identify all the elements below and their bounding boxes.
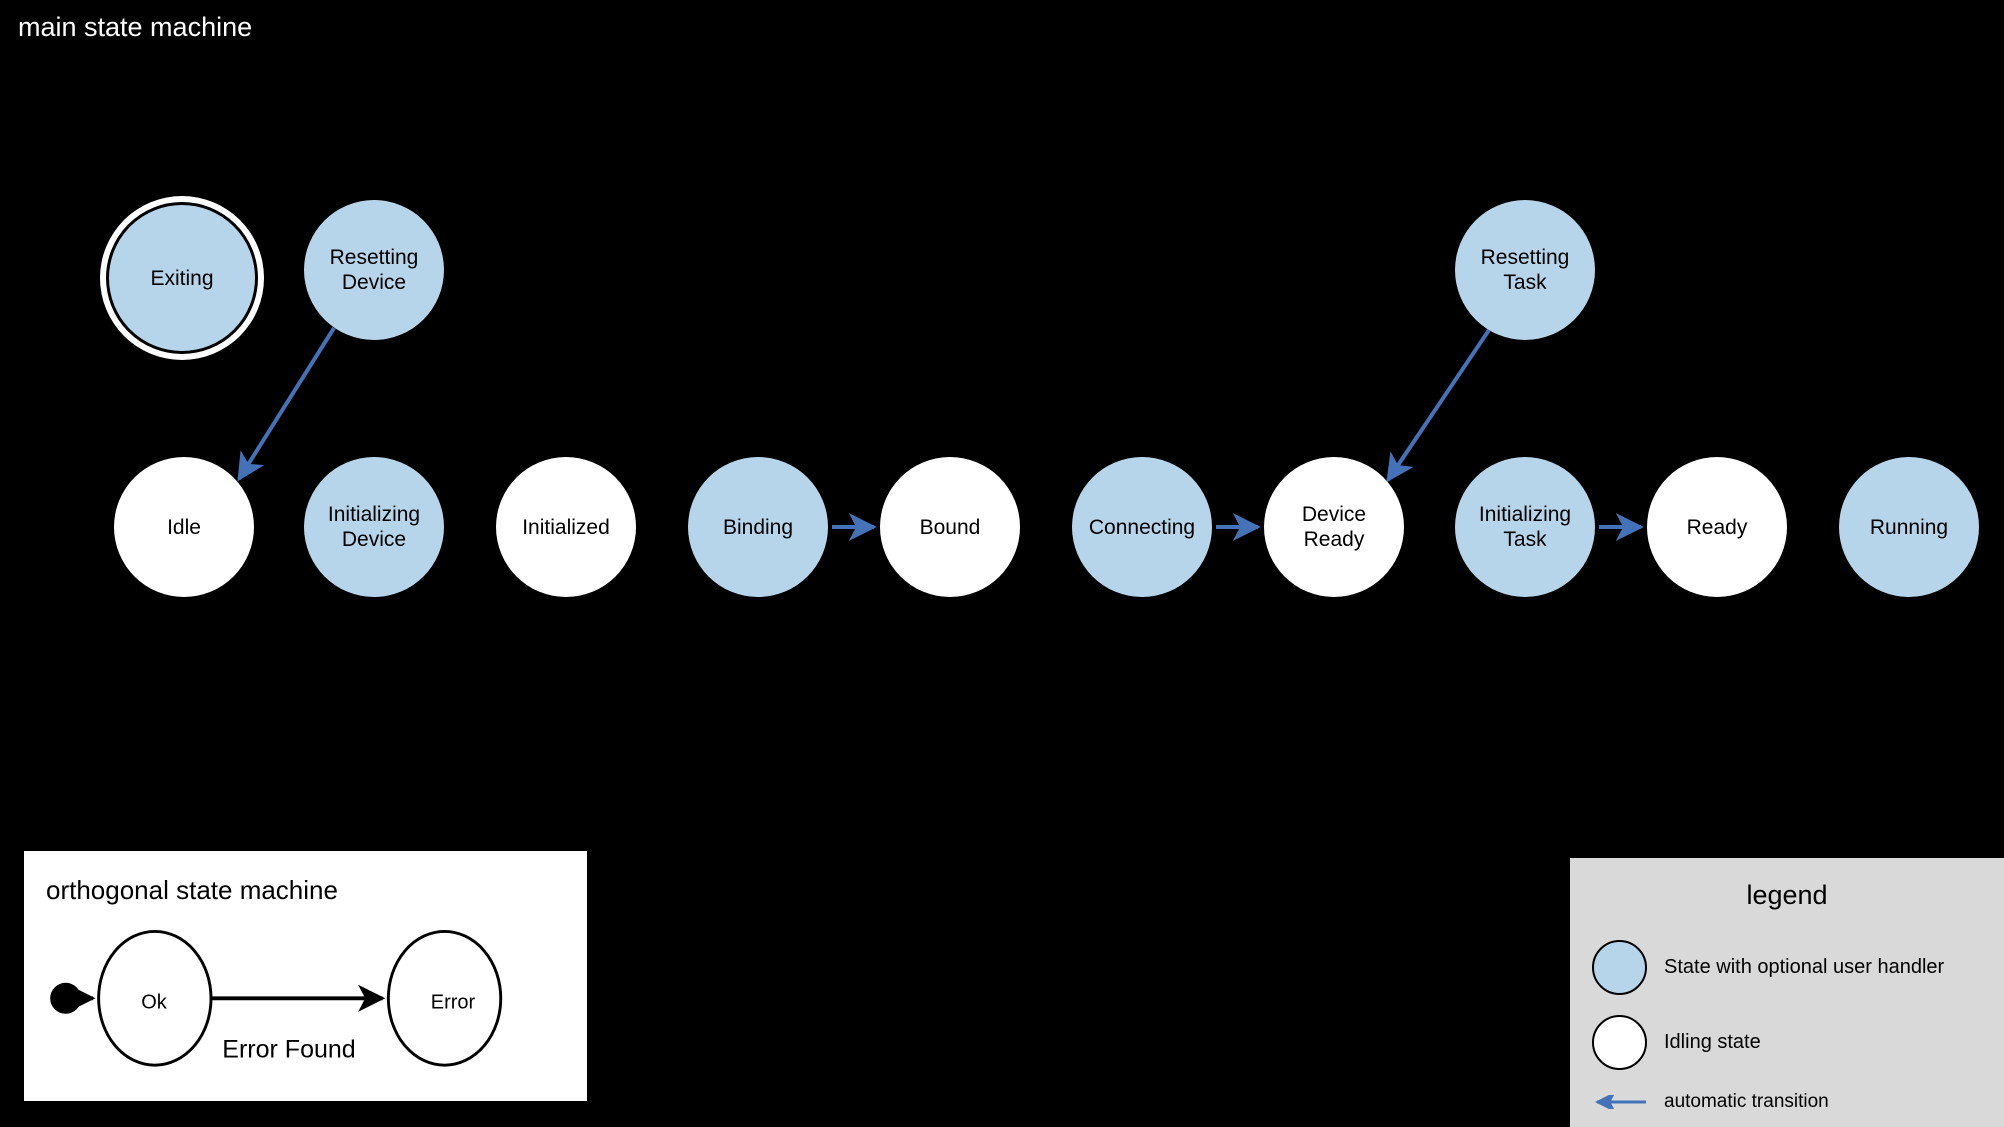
state-running[interactable]: Running	[1839, 457, 1979, 597]
state-connecting[interactable]: Connecting	[1072, 457, 1212, 597]
arrow-left-icon	[1594, 1095, 1646, 1109]
page-title: main state machine	[18, 12, 253, 42]
state-initialized[interactable]: Initialized	[496, 457, 636, 597]
legend-text-handler-state: State with optional user handler	[1664, 956, 1945, 978]
orthogonal-panel-title: orthogonal state machine	[46, 875, 338, 905]
state-ready[interactable]: Ready	[1647, 457, 1787, 597]
legend-text-automatic-transition: automatic transition	[1664, 1091, 1829, 1112]
state-label-exiting: Exiting	[150, 266, 214, 290]
state-exiting[interactable]: Exiting	[106, 202, 258, 354]
ortho-label-ok: Ok	[141, 991, 167, 1014]
transition-resetting-task-to-device-ready	[1386, 328, 1491, 483]
ortho-node-error[interactable]	[386, 929, 503, 1067]
idling-state-circle-icon	[1592, 1015, 1647, 1070]
state-label-bound: Bound	[919, 515, 981, 539]
legend-title: legend	[1746, 880, 1828, 910]
state-label-connecting: Connecting	[1088, 515, 1196, 539]
state-label-idle: Idle	[167, 515, 201, 539]
state-label-binding: Binding	[722, 515, 794, 539]
handler-state-circle-icon	[1592, 940, 1647, 995]
legend-text-idling-state: Idling state	[1664, 1031, 1761, 1053]
state-label-ready: Ready	[1686, 515, 1748, 539]
initial-state-marker	[50, 982, 82, 1014]
state-idle[interactable]: Idle	[114, 457, 254, 597]
orthogonal-state-machine-panel: orthogonal state machine Ok Error Error …	[20, 847, 591, 1105]
orthogonal-edges-layer	[50, 929, 503, 1067]
ortho-label-error: Error	[430, 991, 476, 1014]
state-label-running: Running	[1869, 515, 1949, 539]
legend-item-automatic-transition: automatic transition	[1592, 1091, 1829, 1113]
state-binding[interactable]: Binding	[688, 457, 828, 597]
state-label-initialized: Initialized	[522, 515, 610, 539]
state-bound[interactable]: Bound	[880, 457, 1020, 597]
transition-resetting-device-to-idle	[237, 326, 336, 482]
legend-panel: legend State with optional user handler …	[1570, 858, 2004, 1127]
legend-item-idling-state: Idling state	[1592, 1015, 1761, 1070]
legend-item-handler-state: State with optional user handler	[1592, 940, 1944, 995]
ortho-transition-label-error-found: Error Found	[222, 1035, 356, 1064]
